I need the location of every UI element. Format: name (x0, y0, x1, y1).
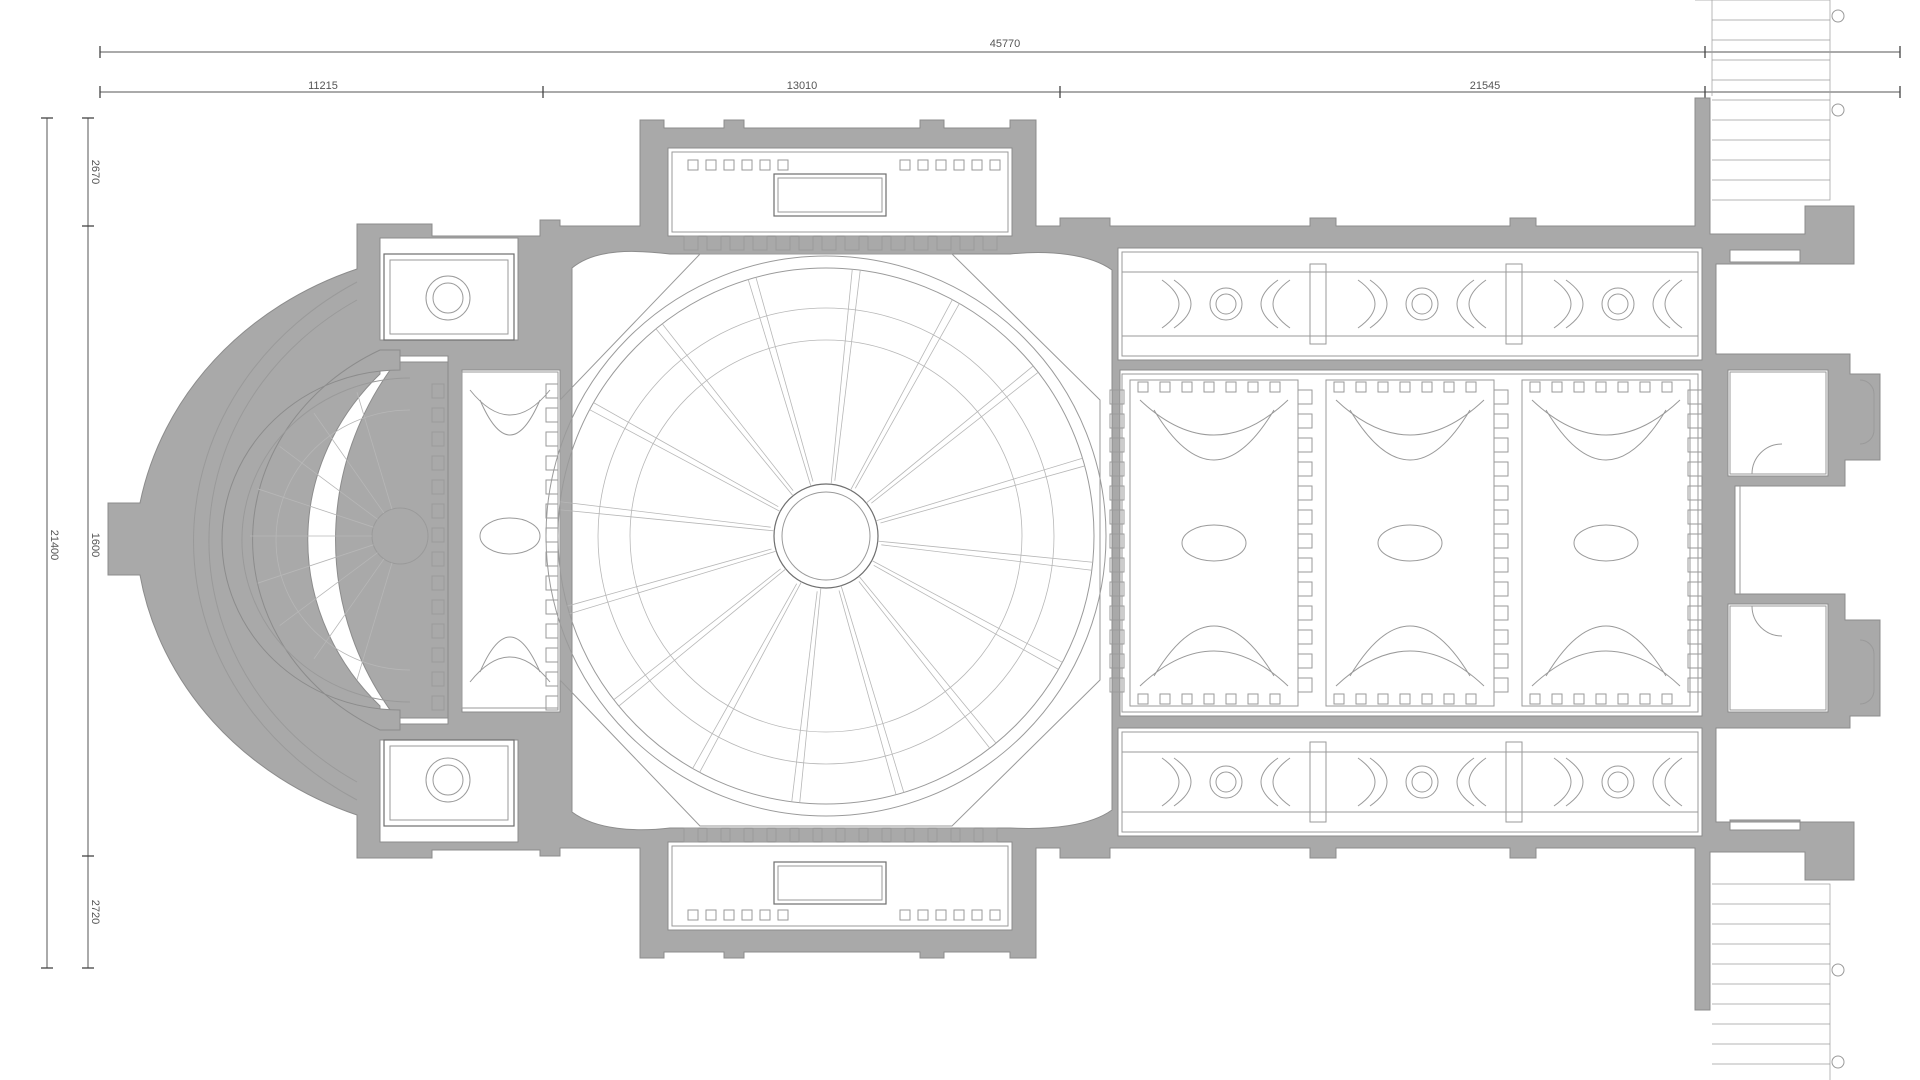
transept-north (671, 151, 1009, 251)
dim-overall-length: 45770 (990, 38, 1021, 50)
dim-apse-projection: 1600 (89, 533, 101, 557)
apse (241, 371, 559, 711)
transept-south (671, 827, 1009, 927)
dim-overall-width: 21400 (48, 530, 60, 561)
chapel-north (383, 253, 515, 341)
dim-segment-crossing: 13010 (787, 80, 818, 92)
stairs-north (1695, 0, 1845, 201)
chapel-south (383, 739, 515, 827)
stairs-south (1712, 883, 1845, 1080)
dim-segment-west: 11215 (308, 80, 338, 92)
nave (1109, 373, 1703, 713)
aisle-north (1121, 251, 1699, 357)
walls (107, 97, 1881, 1011)
entrance-vestibule (1729, 371, 1875, 711)
dim-upper-offset: 2670 (89, 160, 101, 184)
aisle-south (1121, 731, 1699, 833)
central-dome (545, 253, 1107, 827)
dim-lower-offset: 2720 (89, 900, 101, 924)
dim-segment-nave: 21545 (1470, 80, 1501, 92)
dimension-lines (41, 46, 1901, 969)
